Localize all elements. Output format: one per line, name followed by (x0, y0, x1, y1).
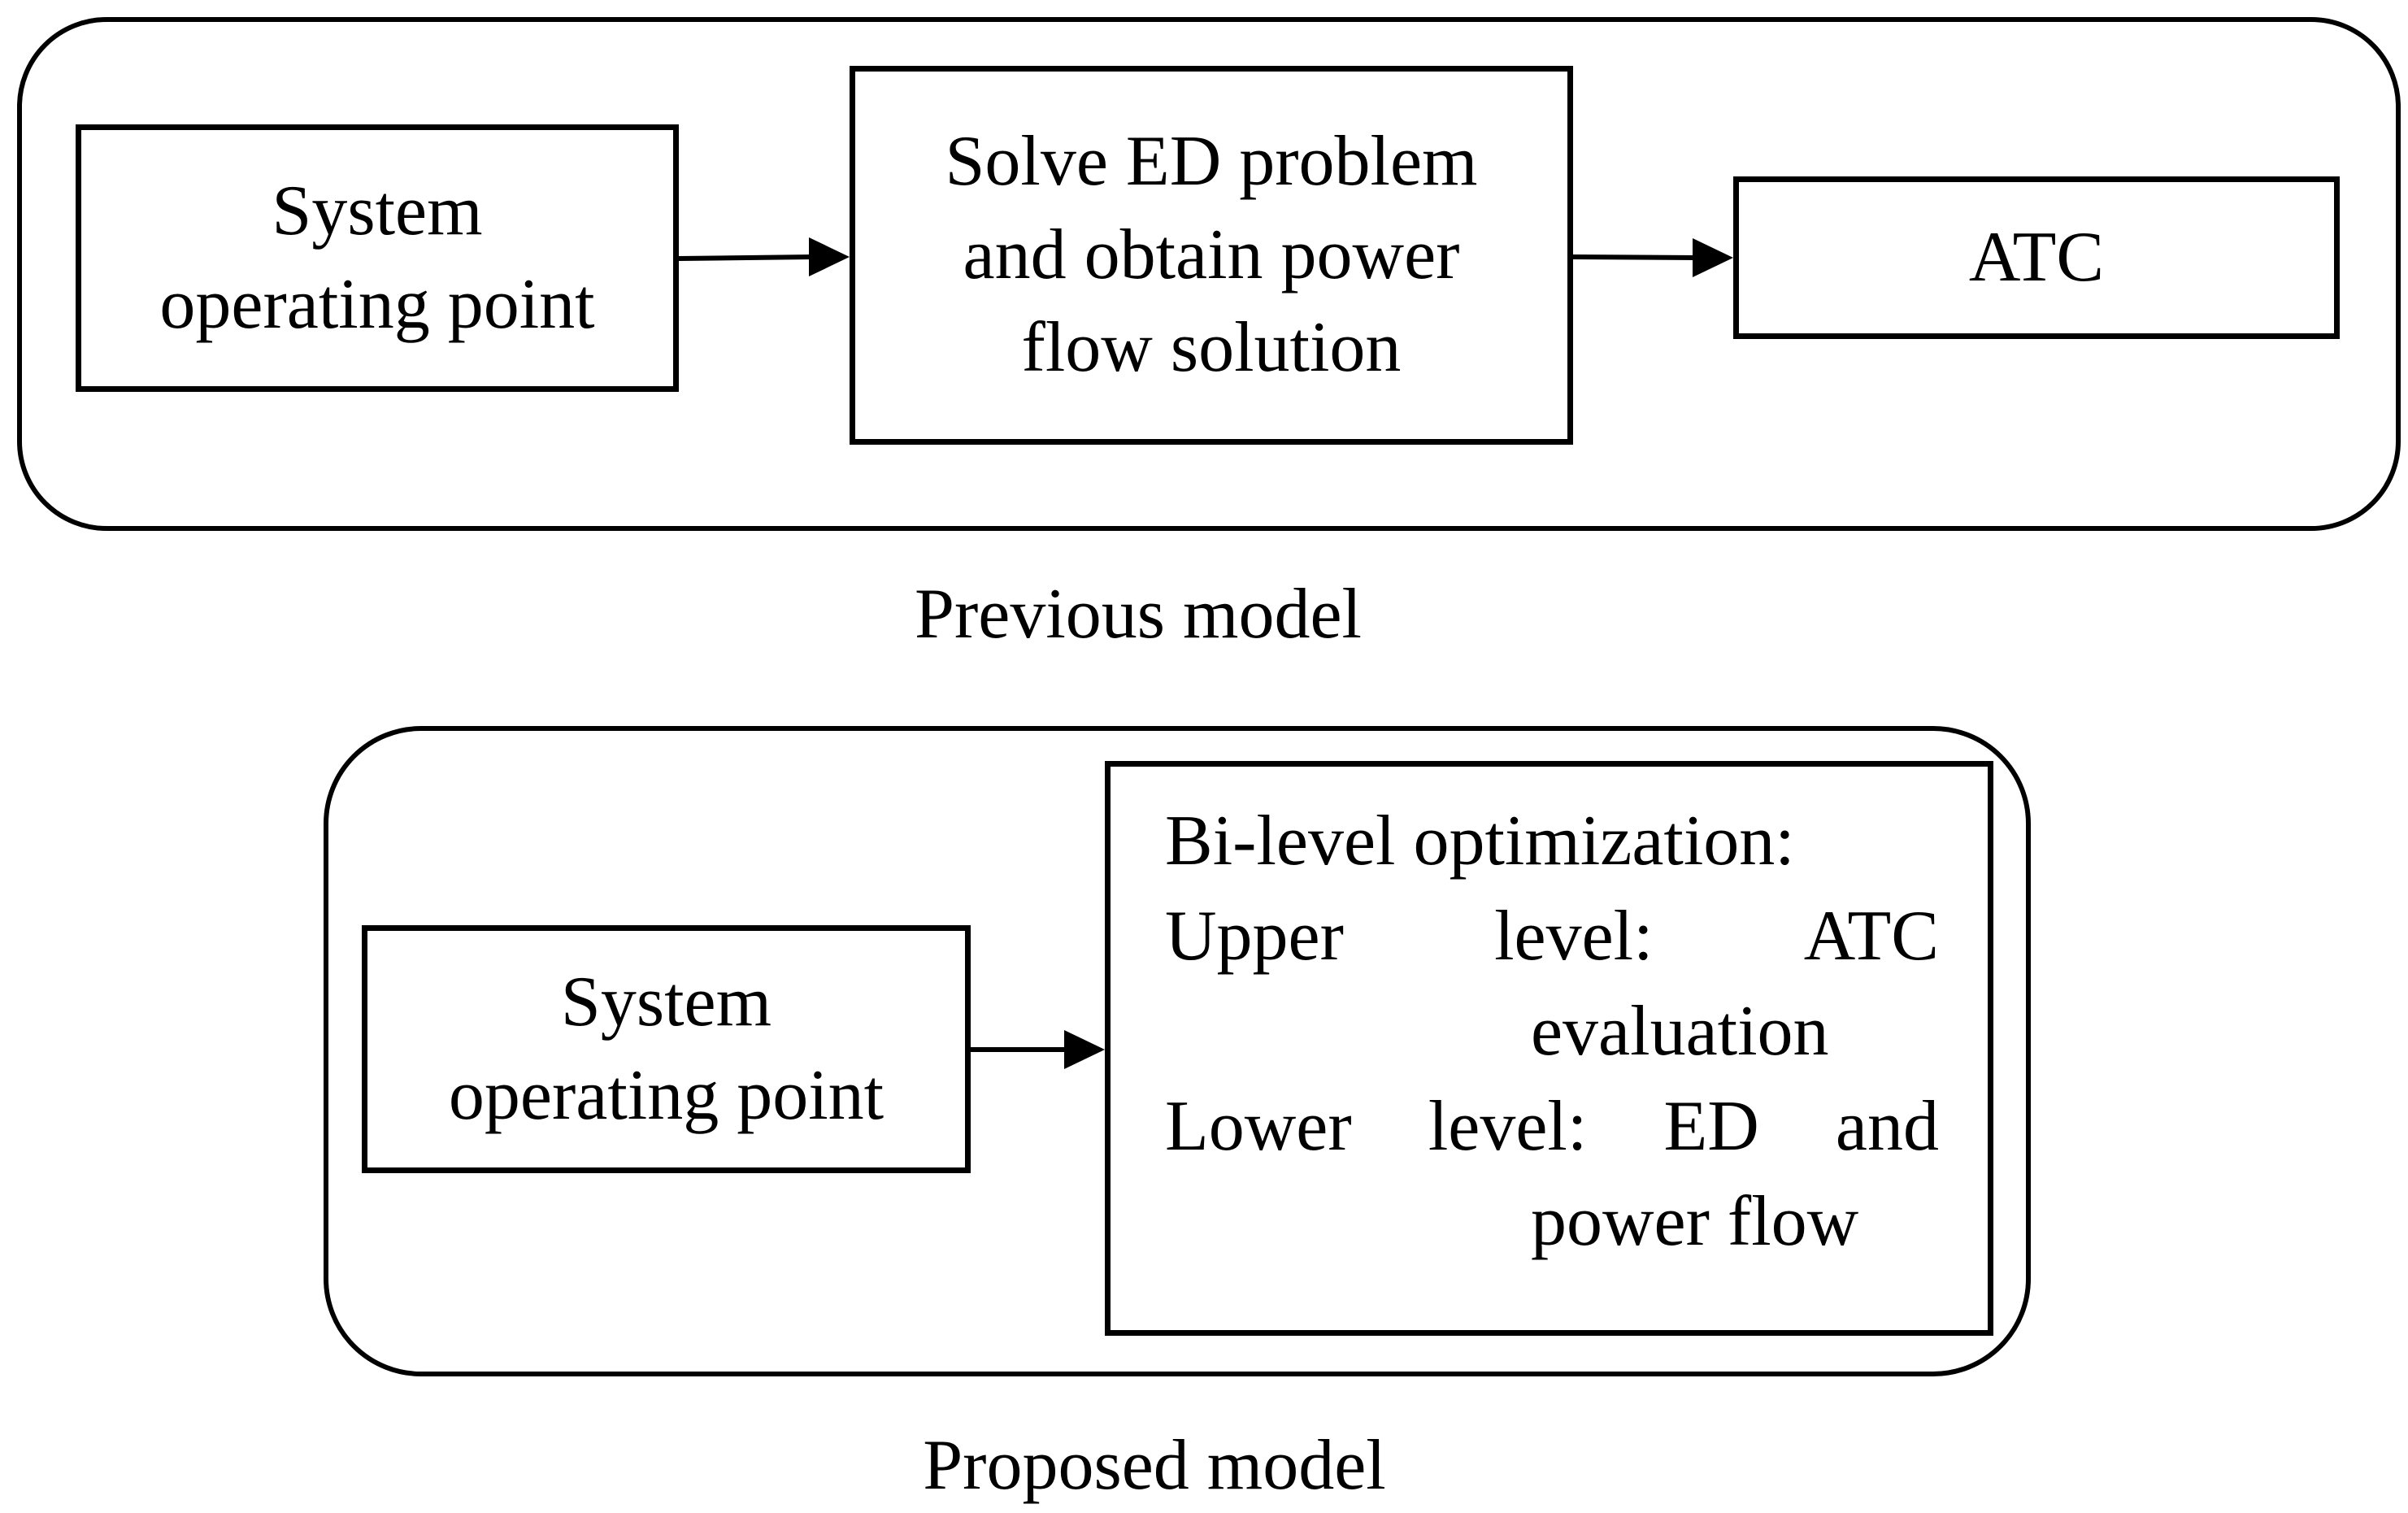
upper-level-line: Upper level: ATC (1165, 889, 1939, 984)
previous-model-caption: Previous model (915, 575, 1362, 654)
bilevel-optimization-box: Bi-level optimization: Upper level: ATC … (1105, 761, 1993, 1336)
upper-level-word-2: level: (1494, 897, 1654, 976)
bilevel-heading: Bi-level optimization: (1165, 802, 1795, 880)
solve-ed-line-1: Solve ED problem (945, 122, 1478, 202)
lower-level-word-4: and (1835, 1087, 1939, 1166)
proposed-operating-point-line-2: operating point (448, 1055, 885, 1135)
previous-operating-point-line-1: System (272, 172, 483, 251)
solve-ed-line-2: and obtain power (963, 215, 1460, 294)
solve-ed-box: Solve ED problem and obtain power flow s… (850, 66, 1573, 445)
lower-level-word-1: Lower (1165, 1087, 1352, 1166)
previous-operating-point-line-2: operating point (159, 264, 595, 344)
upper-level-continuation: evaluation (1531, 992, 1829, 1071)
upper-level-word-1: Upper (1165, 897, 1344, 976)
lower-level-line: Lower level: ED and (1165, 1079, 1939, 1174)
atc-box: ATC (1733, 176, 2340, 339)
upper-level-word-3: ATC (1803, 897, 1939, 976)
lower-level-continuation: power flow (1531, 1182, 1859, 1261)
proposed-operating-point-line-1: System (560, 963, 772, 1042)
proposed-operating-point-box: System operating point (362, 925, 971, 1173)
lower-level-word-2: level: (1428, 1087, 1588, 1166)
previous-operating-point-box: System operating point (76, 124, 679, 392)
proposed-model-caption: Proposed model (923, 1426, 1386, 1505)
atc-label: ATC (1968, 217, 2105, 297)
lower-level-word-3: ED (1663, 1087, 1759, 1166)
solve-ed-line-3: flow solution (1021, 308, 1402, 388)
